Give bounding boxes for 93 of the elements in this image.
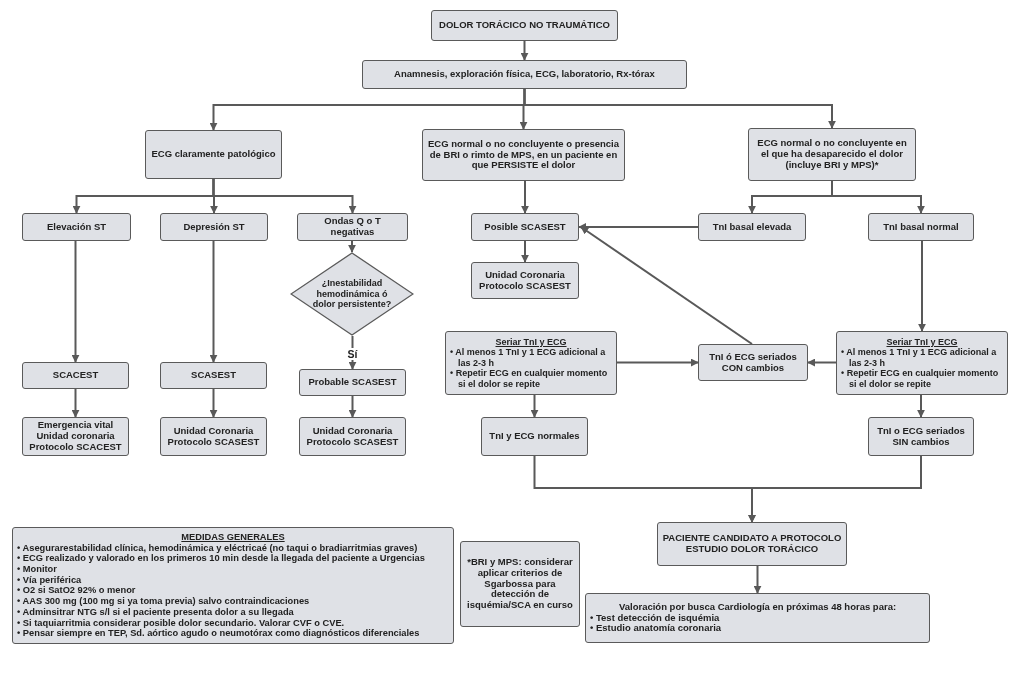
bullet-item: • ECG realizado y valorado en los primeros 10 min desde la llegada del paciente a Urgencias (17, 553, 426, 565)
box-text: TnI ó ECG seriados CON cambios (708, 351, 798, 374)
process-box (460, 541, 580, 627)
process-box (299, 369, 406, 396)
process-box (362, 60, 687, 89)
bullet-item: • AAS 300 mg (100 mg si ya toma previa) salvo contraindicaciones (17, 596, 311, 607)
process-box (471, 213, 579, 241)
arrow (530, 394, 539, 418)
box-text: ECG claramente patológico (151, 149, 276, 160)
process-box (657, 522, 847, 566)
arrow (71, 240, 80, 363)
process-box (481, 417, 588, 456)
process-box (868, 213, 974, 241)
arrow (807, 358, 837, 367)
box-text: Unidad Coronaria Protocolo SCASEST (305, 425, 400, 448)
arrow (521, 240, 529, 263)
process-box (297, 213, 408, 241)
box-text: Depresión ST (183, 221, 245, 233)
box-text: Probable SCASEST (308, 377, 397, 388)
process-box (748, 128, 916, 181)
process-box (22, 362, 129, 389)
arrow (212, 178, 357, 214)
arrow (209, 240, 218, 363)
process-box (698, 213, 806, 241)
bullet-item: • Al menos 1 TnI y 1 ECG adicional a las 2-3 h (450, 347, 607, 369)
process-box (471, 262, 579, 299)
arrow (348, 395, 357, 418)
bullet-item: • Si taquiarritmia considerar posible dolor secundario. Valorar CVF o CVE. (17, 617, 346, 629)
process-box (422, 129, 625, 181)
bullet-item: • Monitor (17, 564, 58, 575)
process-box (868, 417, 974, 456)
arrow (348, 240, 356, 253)
process-box (145, 130, 282, 179)
box-text: TnI basal normal (883, 221, 959, 233)
box-text: ECG normal o no concluyente en el que ha desaparecido el dolor (incluye BRI y MPS)* (756, 138, 908, 171)
arrow (209, 388, 218, 418)
process-box (160, 362, 267, 389)
bullet-item: • Test detección de isquémia (590, 612, 720, 624)
decision-diamond (290, 252, 414, 336)
arrow (753, 565, 762, 594)
arrow (578, 223, 699, 231)
process-box (12, 527, 454, 644)
bullet-item: • Adminsitrar NTG s/l si el paciente presenta dolor a su llegada (17, 606, 295, 618)
bullet-item: • Estudio anatomía coronaria (590, 623, 723, 635)
arrow (917, 394, 925, 418)
box-text: DOLOR TORÁCICO NO TRAUMÁTICO (439, 20, 610, 31)
bullet-item: • Al menos 1 TnI y 1 ECG adicional a las 2-3 h (841, 347, 998, 369)
process-box (160, 213, 268, 241)
process-box (698, 344, 808, 381)
box-text: Unidad Coronaria Protocolo SCASEST (478, 269, 572, 292)
box-text: SCASEST (191, 370, 236, 381)
box-heading: MEDIDAS GENERALES (180, 532, 286, 543)
box-text: TnI basal elevada (712, 221, 792, 233)
process-box (431, 10, 618, 41)
process-box (160, 417, 267, 456)
arrow (520, 40, 529, 61)
box-text: *BRI y MPS: considerar aplicar criterios de Sgarbossa para detección de isquémia/SCA en curso (466, 556, 574, 612)
box-text: TnI y ECG normales (489, 431, 580, 442)
bullet-item: • Repetir ECG en cualquier momento si el dolor se repite (841, 368, 1000, 389)
process-box (22, 213, 131, 241)
arrow (523, 88, 836, 129)
box-text: PACIENTE CANDIDATO A PROTOCOLO ESTUDIO DOLOR TORÁCICO (662, 533, 842, 555)
arrow (521, 180, 529, 214)
box-text: Emergencia vital Unidad coronaria Protocolo SCACEST (28, 420, 123, 453)
bullet-item: • Repetir ECG en cualquier momento si el dolor se repite (450, 368, 609, 389)
arrow (918, 240, 926, 332)
arrow (748, 455, 922, 523)
bullet-item: • Vía periférica (17, 574, 83, 586)
box-text: Unidad Coronaria Protocolo SCASEST (166, 425, 261, 448)
box-text: Anamnesis, exploración física, ECG, laboratorio, Rx-tórax (394, 69, 655, 80)
process-box (585, 593, 930, 643)
box-heading: Seriar TnI y ECG (885, 337, 959, 348)
arrow (831, 180, 925, 214)
process-box (445, 331, 617, 395)
box-text: Posible SCASEST (484, 221, 566, 233)
decision-text: ¿Inestabilidad hemodinámica ó dolor persistente? (311, 278, 393, 310)
process-box (299, 417, 406, 456)
bullet-item: • Pensar siempre en TEP, Sd. aórtico agudo o neumotórax como diagnósticos diferenciales (17, 628, 421, 639)
box-text: Elevación ST (46, 221, 107, 233)
box-heading: Valoración por busca Cardiología en próximas 48 horas para: (617, 601, 898, 613)
box-heading: Seriar TnI y ECG (494, 337, 568, 348)
edge-label: Sí (345, 347, 360, 360)
process-box (22, 417, 129, 456)
box-text: Ondas Q o T negativas (323, 216, 382, 238)
box-text: ECG normal o no concluyente o presencia de BRI o rimto de MPS, en un paciente en que PERSISTE el dolor (427, 138, 620, 172)
box-text: TnI o ECG seriados SIN cambios (876, 425, 966, 448)
arrow (580, 226, 753, 345)
arrow (71, 388, 80, 418)
bullet-item: • Asegurarestabilidad clínica, hemodinámica y eléctricaé (no taqui o bradiarritmias graves) (17, 542, 419, 554)
arrow (616, 358, 699, 367)
bullet-item: • O2 si SatO2 92% o menor (17, 585, 137, 597)
process-box (836, 331, 1008, 395)
box-text: SCACEST (52, 370, 99, 381)
